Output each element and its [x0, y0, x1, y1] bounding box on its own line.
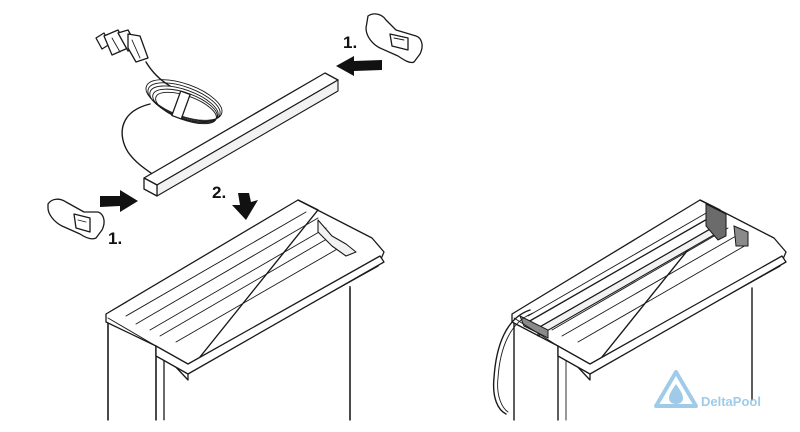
step-label-clip-top: 1. — [343, 33, 357, 52]
luminaire-housing-assembled — [492, 199, 787, 421]
led-light-bar — [143, 72, 339, 197]
cable-coil — [145, 79, 223, 125]
arrow-left-icon — [336, 56, 382, 76]
deltapool-logo-icon — [654, 370, 698, 408]
plug-icon — [95, 29, 149, 63]
deltapool-watermark: DeltaPool — [654, 370, 761, 409]
step-label-insert: 2. — [212, 183, 226, 202]
mounting-clip-top — [365, 13, 423, 64]
arrow-right-icon — [100, 190, 138, 212]
arrow-down-icon — [232, 193, 258, 220]
power-cable — [95, 29, 223, 179]
mounting-clip-left — [47, 198, 105, 240]
watermark-brand: DeltaPool — [701, 394, 761, 409]
luminaire-housing-open — [105, 199, 385, 421]
step-label-clip-left: 1. — [108, 229, 122, 248]
